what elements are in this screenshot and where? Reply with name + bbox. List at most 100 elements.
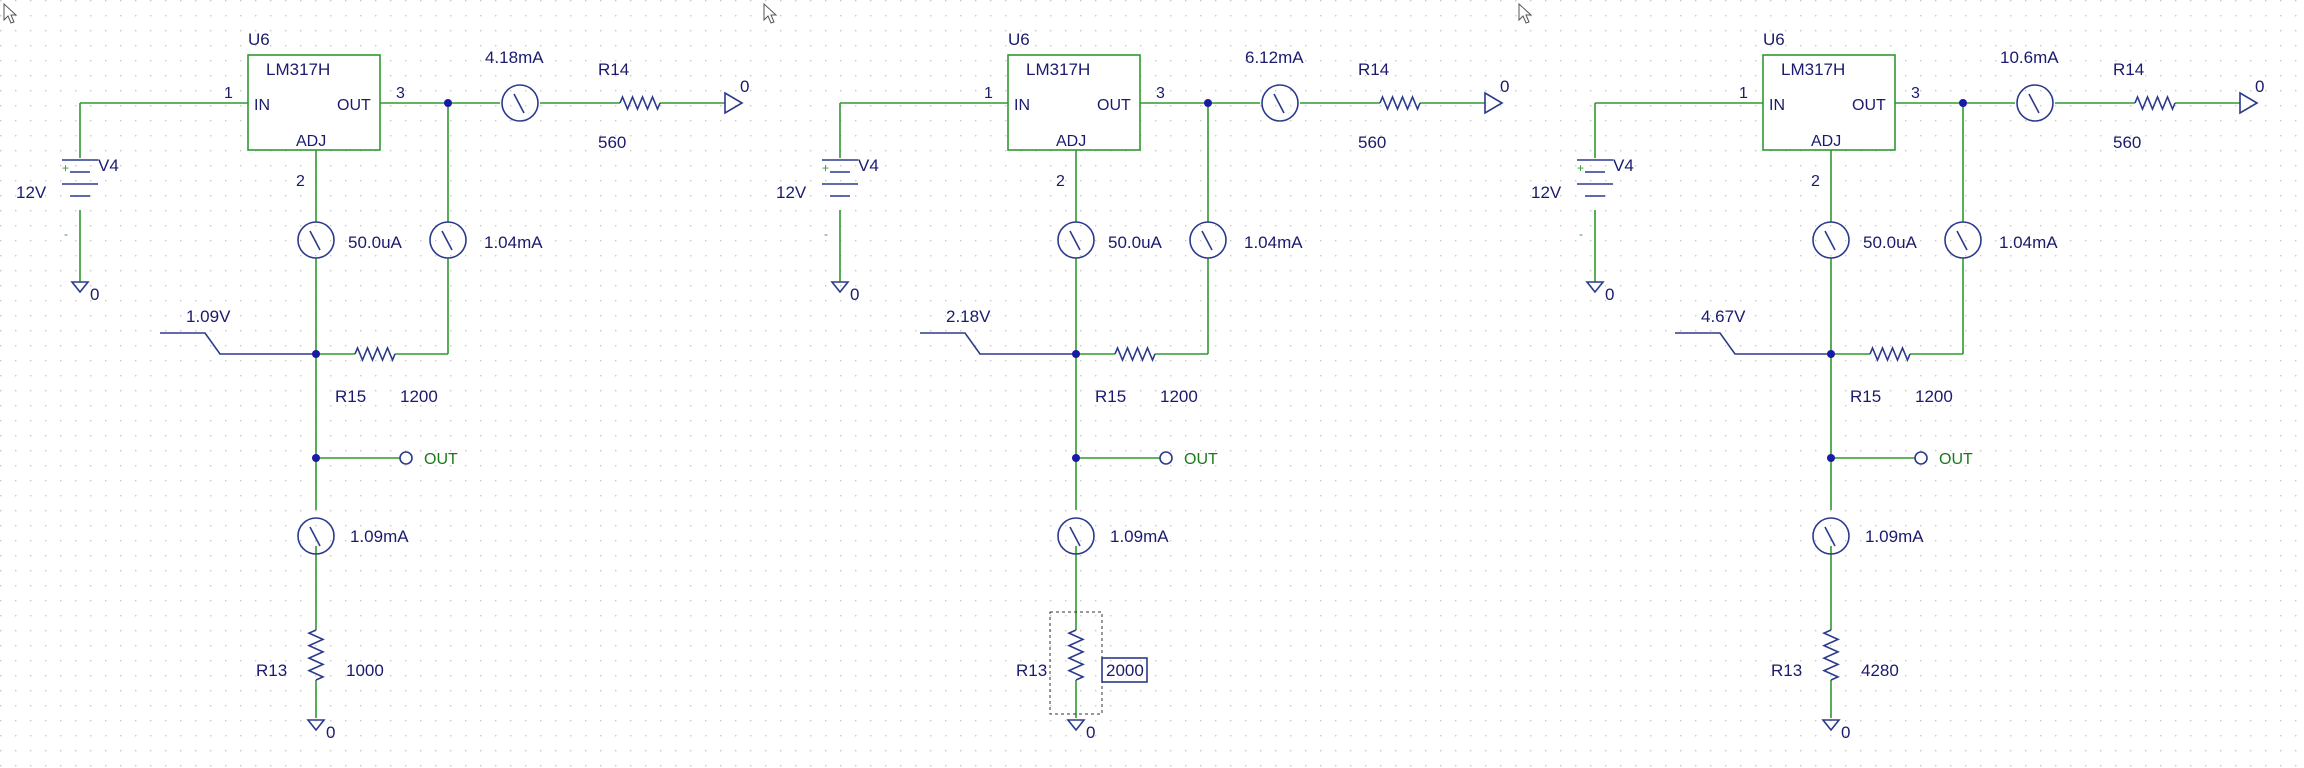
resistor-zigzag-icon bbox=[619, 94, 661, 112]
ground-symbol: 0 bbox=[1585, 281, 1614, 304]
meter-adj-value: 50.0uA bbox=[1108, 233, 1163, 252]
r14-value: 560 bbox=[598, 133, 626, 152]
regulator-body bbox=[1007, 54, 1141, 151]
ammeter-icon bbox=[1944, 221, 1982, 259]
port-circle-icon bbox=[1914, 451, 1928, 465]
resistor-r13[interactable] bbox=[307, 629, 325, 681]
ammeter-load[interactable] bbox=[1261, 84, 1299, 122]
voltage-probe-flag bbox=[1675, 332, 1831, 355]
ground-label: 0 bbox=[326, 723, 335, 742]
ground-icon bbox=[306, 719, 326, 732]
junction-dot bbox=[444, 99, 452, 107]
meter-r15-value: 1.04mA bbox=[1244, 233, 1303, 252]
ammeter-needle bbox=[1069, 526, 1081, 547]
junction-dot bbox=[1827, 454, 1835, 462]
ammeter-needle bbox=[1273, 93, 1285, 114]
out-port[interactable]: OUT bbox=[1914, 451, 1973, 468]
pin-in-label: IN bbox=[254, 97, 270, 114]
ammeter-needle bbox=[2028, 93, 2040, 114]
port-label: OUT bbox=[1184, 451, 1218, 468]
port-circle-icon bbox=[1159, 451, 1173, 465]
out-port[interactable]: OUT bbox=[1159, 451, 1218, 468]
ground-label: 0 bbox=[1086, 723, 1095, 742]
r14-value: 560 bbox=[2113, 133, 2141, 152]
regulator-ref: U6 bbox=[1008, 30, 1030, 49]
r14-ref: R14 bbox=[1358, 60, 1389, 79]
resistor-zigzag-icon bbox=[354, 345, 396, 363]
resistor-r15[interactable] bbox=[1869, 345, 1911, 363]
voltage-marker-value: 4.67V bbox=[1701, 307, 1746, 326]
pin-out-label: OUT bbox=[1097, 97, 1131, 114]
ammeter-adj[interactable] bbox=[1812, 221, 1850, 259]
resistor-r14[interactable] bbox=[1379, 94, 1421, 112]
ammeter-icon bbox=[1189, 221, 1227, 259]
resistor-r15[interactable] bbox=[354, 345, 396, 363]
source-ref: V4 bbox=[98, 156, 119, 175]
ammeter-r15[interactable] bbox=[1189, 221, 1227, 259]
resistor-r13[interactable] bbox=[1822, 629, 1840, 681]
junction-dot bbox=[1072, 454, 1080, 462]
ammeter-icon bbox=[297, 517, 335, 555]
voltage-probe-flag bbox=[920, 332, 1076, 355]
ammeter-adj[interactable] bbox=[1057, 221, 1095, 259]
port-label: OUT bbox=[1939, 451, 1973, 468]
ammeter-load[interactable] bbox=[2016, 84, 2054, 122]
ammeter-r15[interactable] bbox=[1944, 221, 1982, 259]
r13-value: 1000 bbox=[346, 661, 384, 680]
r15-ref: R15 bbox=[335, 387, 366, 406]
port-label: OUT bbox=[424, 451, 458, 468]
ammeter-icon bbox=[1812, 221, 1850, 259]
r15-ref: R15 bbox=[1095, 387, 1126, 406]
ground-label: 0 bbox=[1605, 285, 1614, 304]
ground-label-r14: 0 bbox=[740, 77, 749, 96]
pin-1-number: 1 bbox=[984, 85, 993, 102]
resistor-zigzag-icon bbox=[2134, 94, 2176, 112]
resistor-r15[interactable] bbox=[1114, 345, 1156, 363]
meter-r15-value: 1.04mA bbox=[484, 233, 543, 252]
voltage-marker-value: 1.09V bbox=[186, 307, 231, 326]
meter-adj-value: 50.0uA bbox=[1863, 233, 1918, 252]
ammeter-icon bbox=[1261, 84, 1299, 122]
ammeter-adj[interactable] bbox=[297, 221, 335, 259]
mouse-cursor-icon bbox=[3, 2, 18, 24]
voltage-marker[interactable]: 4.67V bbox=[1675, 307, 1831, 355]
ammeter-r13[interactable] bbox=[1057, 517, 1095, 555]
resistor-r14[interactable] bbox=[2134, 94, 2176, 112]
ground-symbol: 0 bbox=[1066, 719, 1095, 742]
ground-label: 0 bbox=[90, 285, 99, 304]
r14-ref: R14 bbox=[598, 60, 629, 79]
ammeter-icon bbox=[1057, 517, 1095, 555]
voltage-marker-value: 2.18V bbox=[946, 307, 991, 326]
ammeter-r15[interactable] bbox=[429, 221, 467, 259]
out-port[interactable]: OUT bbox=[399, 451, 458, 468]
pin-in-label: IN bbox=[1769, 97, 1785, 114]
ammeter-r13[interactable] bbox=[297, 517, 335, 555]
pin-2-number: 2 bbox=[1811, 173, 1820, 190]
ammeter-icon bbox=[1057, 221, 1095, 259]
ammeter-r13[interactable] bbox=[1812, 517, 1850, 555]
meter-load-value: 6.12mA bbox=[1245, 48, 1304, 67]
regulator-part: LM317H bbox=[1026, 60, 1090, 79]
value-edit-box[interactable] bbox=[1101, 657, 1148, 683]
source-plus-sign: + bbox=[1577, 161, 1584, 175]
resistor-zigzag-icon bbox=[1379, 94, 1421, 112]
meter-adj-value: 50.0uA bbox=[348, 233, 403, 252]
ground-symbol: 0 bbox=[830, 281, 859, 304]
voltage-marker[interactable]: 1.09V bbox=[160, 307, 316, 355]
resistor-zigzag-icon bbox=[1822, 629, 1840, 681]
voltage-marker[interactable]: 2.18V bbox=[920, 307, 1076, 355]
ammeter-load[interactable] bbox=[501, 84, 539, 122]
pin-3-number: 3 bbox=[396, 85, 405, 102]
resistor-r13[interactable] bbox=[1067, 629, 1085, 681]
meter-load-value: 4.18mA bbox=[485, 48, 544, 67]
ammeter-needle bbox=[1201, 230, 1213, 251]
resistor-r14[interactable] bbox=[619, 94, 661, 112]
